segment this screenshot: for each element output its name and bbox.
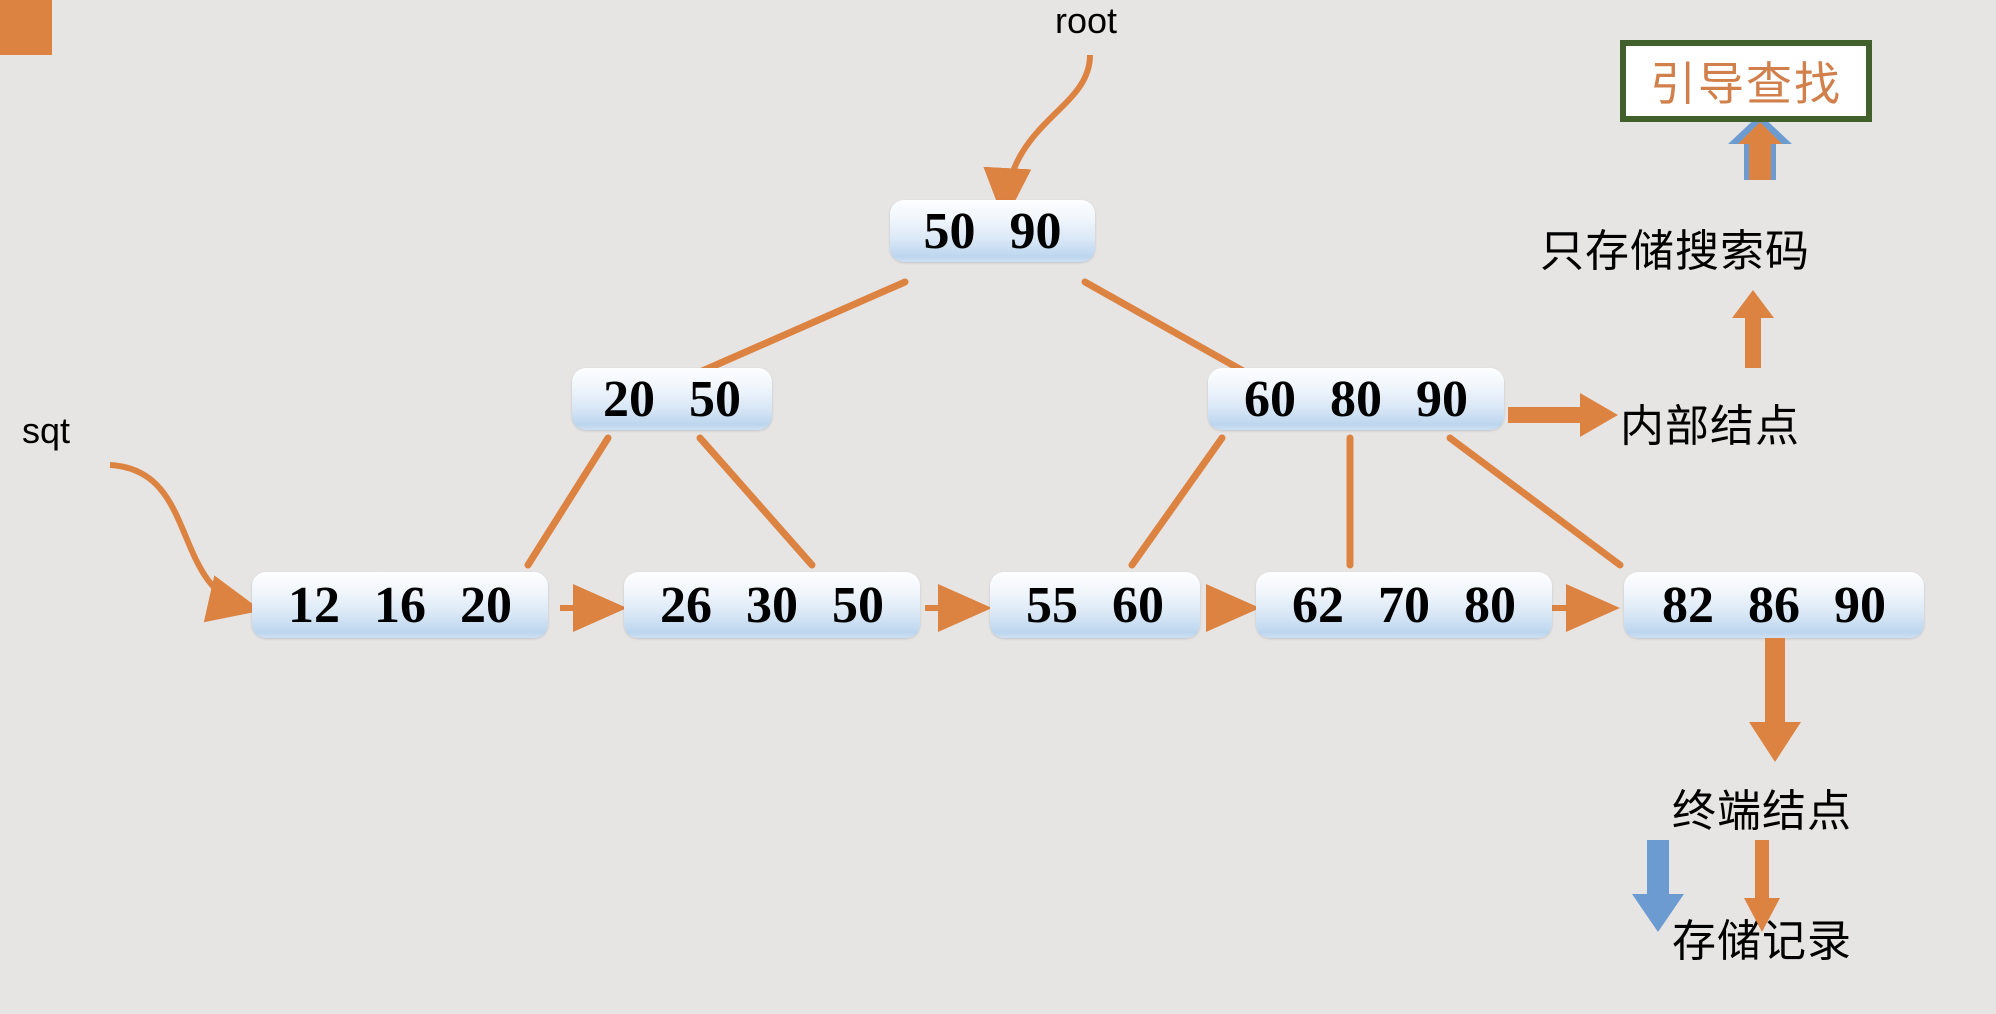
- tree-node-internal-left[interactable]: 20 50: [572, 368, 772, 430]
- tree-node-root[interactable]: 50 90: [890, 200, 1095, 262]
- internal-node-right-arrow: [1508, 393, 1618, 437]
- tree-node-leaf-3[interactable]: 55 60: [990, 572, 1200, 638]
- corner-accent-mark: [0, 0, 52, 55]
- node-key: 60: [1244, 370, 1296, 428]
- node-key: 80: [1464, 576, 1516, 634]
- node-key: 86: [1748, 576, 1800, 634]
- guide-search-callout: 引导查找: [1620, 40, 1872, 122]
- tree-node-leaf-2[interactable]: 26 30 50: [624, 572, 920, 638]
- node-key: 50: [832, 576, 884, 634]
- node-key: 50: [923, 202, 976, 260]
- guide-search-up-arrow: [1728, 114, 1792, 180]
- node-key: 55: [1026, 576, 1078, 634]
- node-key: 90: [1834, 576, 1886, 634]
- node-key: 62: [1292, 576, 1344, 634]
- store-record-blue-down-arrow: [1632, 840, 1684, 932]
- terminal-to-store-record-down-arrow: [1744, 840, 1780, 932]
- tree-node-leaf-5[interactable]: 82 86 90: [1624, 572, 1924, 638]
- tree-node-internal-right[interactable]: 60 80 90: [1208, 368, 1504, 430]
- leaf-to-terminal-node-down-arrow: [1749, 638, 1801, 762]
- guide-search-text: 引导查找: [1650, 57, 1842, 111]
- sqt-pointer-curve: [109, 462, 262, 623]
- node-key: 90: [1009, 202, 1062, 260]
- node-key: 20: [460, 576, 512, 634]
- sqt-label: sqt: [22, 410, 71, 451]
- root-label: root: [1055, 0, 1118, 41]
- node-key: 30: [746, 576, 798, 634]
- node-key: 90: [1416, 370, 1468, 428]
- edge-internal-right-to-leaf-5: [1446, 434, 1624, 569]
- node-key: 60: [1112, 576, 1164, 634]
- terminal-node-label: 终端结点: [1672, 786, 1852, 837]
- node-key: 50: [689, 370, 741, 428]
- node-key: 12: [288, 576, 340, 634]
- root-pointer-curve: [983, 54, 1093, 222]
- node-key: 16: [374, 576, 426, 634]
- edge-internal-left-to-leaf-1: [524, 434, 612, 569]
- edge-internal-left-to-leaf-2: [696, 434, 816, 569]
- node-key: 70: [1378, 576, 1430, 634]
- edge-root-to-internal-right: [1081, 278, 1249, 376]
- tree-node-leaf-4[interactable]: 62 70 80: [1256, 572, 1552, 638]
- internal-node-label: 内部结点: [1620, 401, 1800, 452]
- node-key: 82: [1662, 576, 1714, 634]
- edge-root-to-internal-left: [696, 278, 909, 376]
- node-key: 26: [660, 576, 712, 634]
- edge-internal-right-to-leaf-3: [1128, 434, 1226, 569]
- internal-to-search-key-up-arrow: [1732, 290, 1774, 368]
- store-search-key-label: 只存储搜索码: [1540, 226, 1810, 277]
- node-key: 20: [603, 370, 655, 428]
- node-key: 80: [1330, 370, 1382, 428]
- tree-node-leaf-1[interactable]: 12 16 20: [252, 572, 548, 638]
